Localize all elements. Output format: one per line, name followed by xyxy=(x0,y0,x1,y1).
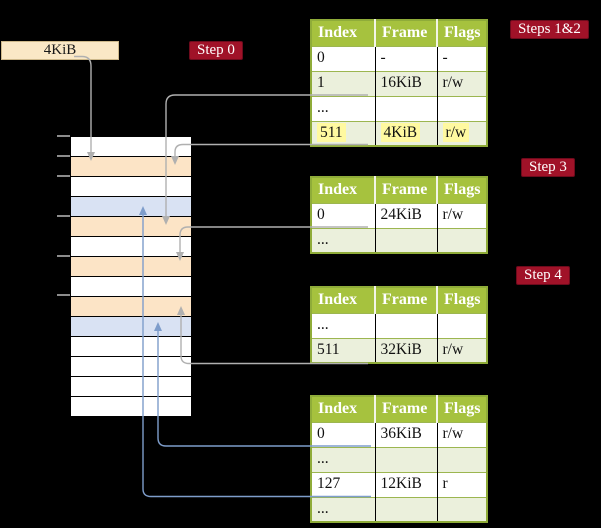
table-row: ... xyxy=(311,95,488,121)
table-row: 1 16KiB r/w xyxy=(311,70,488,96)
cell-flags xyxy=(436,446,488,472)
memory-tick xyxy=(57,155,70,157)
table-row: 0 36KiB r/w xyxy=(311,421,488,447)
memory-tick xyxy=(57,175,70,177)
memory-tick xyxy=(57,135,70,137)
cell-index: 0 xyxy=(311,45,375,71)
table-row: ... xyxy=(311,312,488,338)
cell-frame: 36KiB xyxy=(374,421,437,447)
cell-flags: r/w xyxy=(436,70,488,96)
memory-frame-row xyxy=(71,317,191,337)
table-row: 0 24KiB r/w xyxy=(311,202,488,228)
table-header-row: Index Frame Flags xyxy=(311,177,488,203)
cell-flags: r/w xyxy=(436,421,488,447)
cell-frame xyxy=(374,446,437,472)
memory-frame-row xyxy=(71,337,191,357)
table-row: 511 32KiB r/w xyxy=(311,337,488,363)
cell-index: 1 xyxy=(311,70,375,96)
memory-frame-row xyxy=(71,377,191,397)
column-header-index: Index xyxy=(311,177,375,203)
memory-frame-row xyxy=(71,197,191,217)
cell-index: 511 xyxy=(311,337,375,363)
cell-frame xyxy=(374,312,437,338)
memory-frame-row xyxy=(71,277,191,297)
cell-flags xyxy=(436,227,488,253)
memory-frame-row xyxy=(71,237,191,257)
memory-frame-row xyxy=(71,397,191,416)
highlight: 4KiB xyxy=(380,122,421,142)
cell-frame xyxy=(374,227,437,253)
table-row: 127 12KiB r xyxy=(311,471,488,497)
column-header-flags: Flags xyxy=(435,20,488,46)
badge-step-4: Step 4 xyxy=(516,266,570,285)
cell-flags xyxy=(436,496,488,522)
column-header-frame: Frame xyxy=(374,396,437,422)
table-header-row: Index Frame Flags xyxy=(311,396,488,422)
cell-index: ... xyxy=(311,496,375,522)
memory-frame-row xyxy=(71,297,191,317)
memory-tick xyxy=(57,215,70,217)
badge-step-3: Step 3 xyxy=(521,158,575,177)
cell-frame xyxy=(374,496,437,522)
cell-index: ... xyxy=(311,95,375,121)
table-row: ... xyxy=(311,496,488,522)
table-row: ... xyxy=(311,446,488,472)
table-row: ... xyxy=(311,227,488,253)
cell-index: ... xyxy=(311,227,375,253)
table-row: 0 - - xyxy=(311,45,488,71)
column-header-flags: Flags xyxy=(435,177,488,203)
cell-frame: 32KiB xyxy=(374,337,437,363)
page-table-steps-1-2: Index Frame Flags 0 - - 1 16KiB r/w ... … xyxy=(310,19,489,147)
page-table-step-4-upper: Index Frame Flags ... 511 32KiB r/w xyxy=(310,286,489,364)
physical-memory-column xyxy=(70,136,192,417)
page-size-label-box: 4KiB xyxy=(1,41,119,60)
page-table-step-3: Index Frame Flags 0 24KiB r/w ... xyxy=(310,176,489,254)
table-header-row: Index Frame Flags xyxy=(311,20,488,46)
column-header-frame: Frame xyxy=(374,20,437,46)
cell-frame: 16KiB xyxy=(374,70,437,96)
column-header-frame: Frame xyxy=(374,287,437,313)
column-header-index: Index xyxy=(311,20,375,46)
cell-frame: 12KiB xyxy=(374,471,437,497)
cell-flags xyxy=(436,95,488,121)
memory-frame-row xyxy=(71,137,191,157)
memory-frame-row xyxy=(71,257,191,277)
cell-index: 127 xyxy=(311,471,375,497)
cell-frame: 4KiB xyxy=(374,120,437,146)
badge-steps-1-2: Steps 1&2 xyxy=(510,20,589,39)
cell-frame xyxy=(374,95,437,121)
column-header-index: Index xyxy=(311,396,375,422)
highlight: r/w xyxy=(442,122,470,142)
highlight: 511 xyxy=(317,122,346,142)
memory-frame-row xyxy=(71,217,191,237)
cell-index: ... xyxy=(311,312,375,338)
column-header-frame: Frame xyxy=(374,177,437,203)
cell-flags xyxy=(436,312,488,338)
cell-index: 511 xyxy=(311,120,375,146)
memory-tick xyxy=(57,255,70,257)
memory-tick xyxy=(57,294,70,296)
cell-frame: 24KiB xyxy=(374,202,437,228)
cell-flags: r/w xyxy=(436,202,488,228)
column-header-flags: Flags xyxy=(435,287,488,313)
page-table-bottom: Index Frame Flags 0 36KiB r/w ... 127 12… xyxy=(310,395,489,523)
cell-flags: - xyxy=(436,45,488,71)
cell-index: ... xyxy=(311,446,375,472)
table-header-row: Index Frame Flags xyxy=(311,287,488,313)
arrow-t1-index511-to-frame xyxy=(171,143,368,165)
column-header-flags: Flags xyxy=(435,396,488,422)
badge-step-0: Step 0 xyxy=(189,41,243,60)
cell-flags: r xyxy=(436,471,488,497)
cell-index: 0 xyxy=(311,202,375,228)
memory-frame-row xyxy=(71,157,191,177)
column-header-index: Index xyxy=(311,287,375,313)
cell-flags: r/w xyxy=(436,120,488,146)
memory-frame-row xyxy=(71,177,191,197)
cell-flags: r/w xyxy=(436,337,488,363)
cell-frame: - xyxy=(374,45,437,71)
table-row-highlighted: 511 4KiB r/w xyxy=(311,120,488,146)
memory-frame-row xyxy=(71,357,191,377)
cell-index: 0 xyxy=(311,421,375,447)
